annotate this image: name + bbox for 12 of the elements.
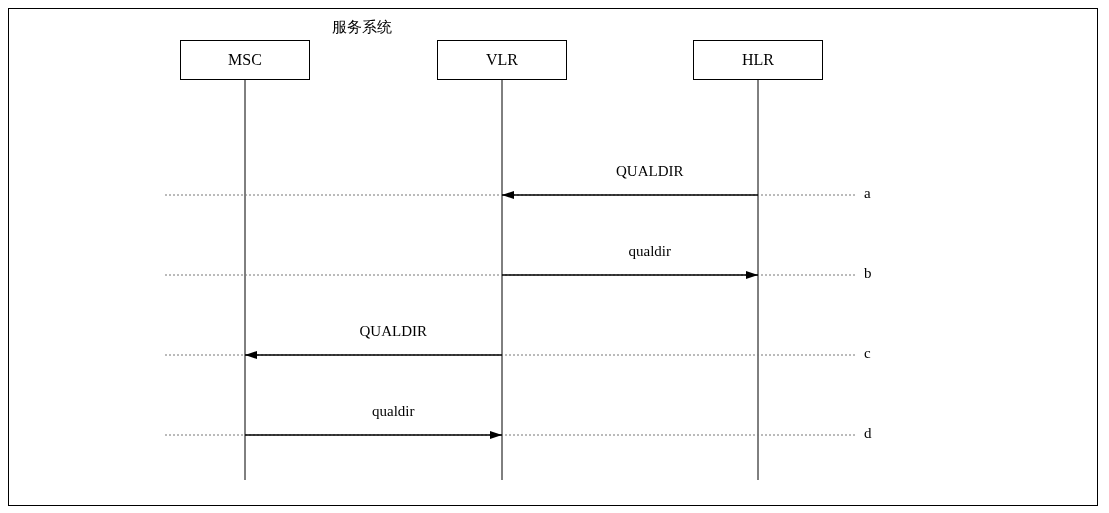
message-label: qualdir [626,243,673,260]
message-label: QUALDIR [614,163,686,180]
message-arrow [244,431,503,439]
message-label: QUALDIR [357,323,429,340]
message-arrow [244,351,503,359]
participant-box: HLR [693,40,823,80]
participant-box: VLR [437,40,567,80]
participant-box: MSC [180,40,310,80]
message-arrow [501,271,759,279]
message-label: qualdir [370,403,417,420]
message-arrow [501,191,759,199]
system-heading: 服务系统 [330,18,394,37]
